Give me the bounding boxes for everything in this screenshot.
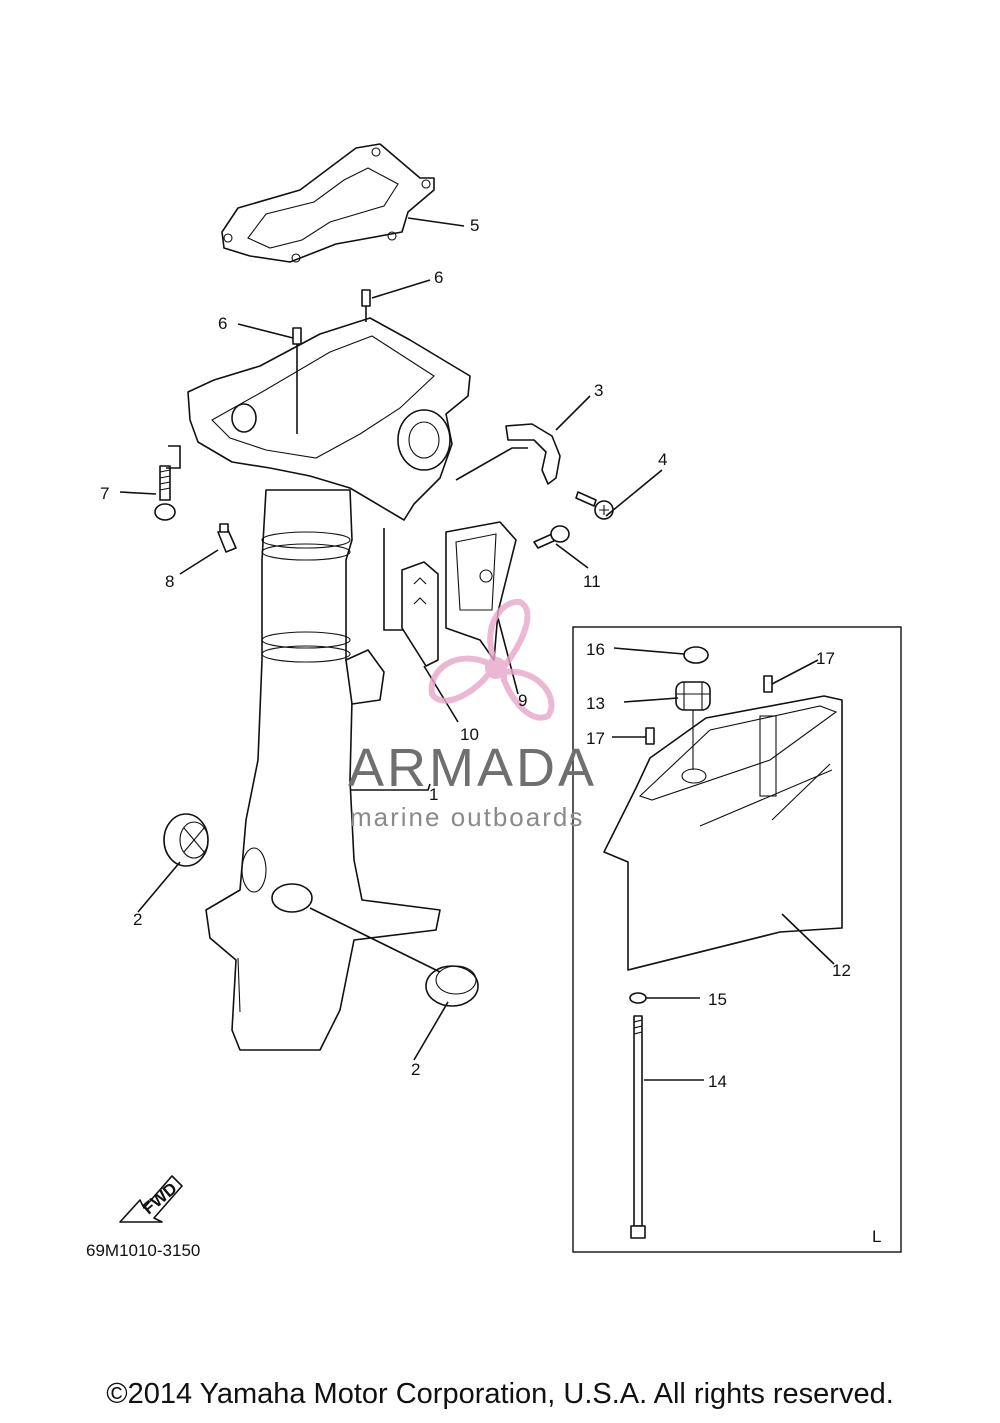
- callout-10: 10: [460, 725, 479, 744]
- clamp-part-3: [505, 423, 561, 485]
- diagram-code: 69M1010-3150: [86, 1241, 200, 1260]
- callout-7: 7: [100, 484, 109, 503]
- plate-part-10: [401, 561, 439, 667]
- callout-8: 8: [165, 572, 174, 591]
- watermark-title: ARMADA: [348, 738, 597, 798]
- cap-part-16: [683, 646, 709, 664]
- leader-lines: [119, 217, 835, 1081]
- armada-watermark: ARMADA marine outboards: [348, 598, 597, 832]
- callout-12: 12: [832, 961, 851, 980]
- bolt-part-7: [154, 465, 176, 521]
- upper-casing-part-1: [187, 317, 471, 1051]
- washer-part-15: [629, 992, 647, 1004]
- watermark-subtitle: marine outboards: [350, 802, 584, 832]
- cap-nut-part-13: [675, 681, 711, 770]
- callout-2-right: 2: [411, 1060, 420, 1079]
- callout-11: 11: [583, 572, 601, 591]
- copyright-notice: ©2014 Yamaha Motor Corporation, U.S.A. A…: [106, 1378, 894, 1410]
- plug-part-2: [163, 813, 479, 1007]
- callout-13: 13: [586, 694, 605, 713]
- grease-nipple-part-8: [217, 523, 237, 553]
- inset-label: L: [872, 1227, 881, 1246]
- callout-6-upper: 6: [434, 268, 443, 287]
- callout-4: 4: [658, 450, 667, 469]
- callout-17-right: 17: [816, 649, 835, 668]
- callout-2-left: 2: [133, 910, 142, 929]
- gasket-part-5: [221, 143, 435, 263]
- callout-6-lower: 6: [218, 314, 227, 333]
- callout-9: 9: [518, 691, 527, 710]
- callout-14: 14: [708, 1072, 727, 1091]
- bolt-part-11: [533, 525, 570, 549]
- propeller-logo-icon: [428, 598, 555, 721]
- cover-part-9: [445, 521, 517, 661]
- callout-numbers: 1 2 2 3 4 5 6 6 7 8 9 10 11 12 13 14 15 …: [100, 216, 881, 1246]
- callout-5: 5: [470, 216, 479, 235]
- stud-bolt-part-14: [630, 1015, 646, 1239]
- callout-17-left: 17: [586, 729, 605, 748]
- callout-3: 3: [594, 381, 603, 400]
- fwd-arrow-icon: FWD: [119, 1175, 183, 1223]
- inset-box: [572, 626, 902, 1253]
- callout-15: 15: [708, 990, 727, 1009]
- callout-1: 1: [429, 785, 438, 804]
- callout-16: 16: [586, 640, 605, 659]
